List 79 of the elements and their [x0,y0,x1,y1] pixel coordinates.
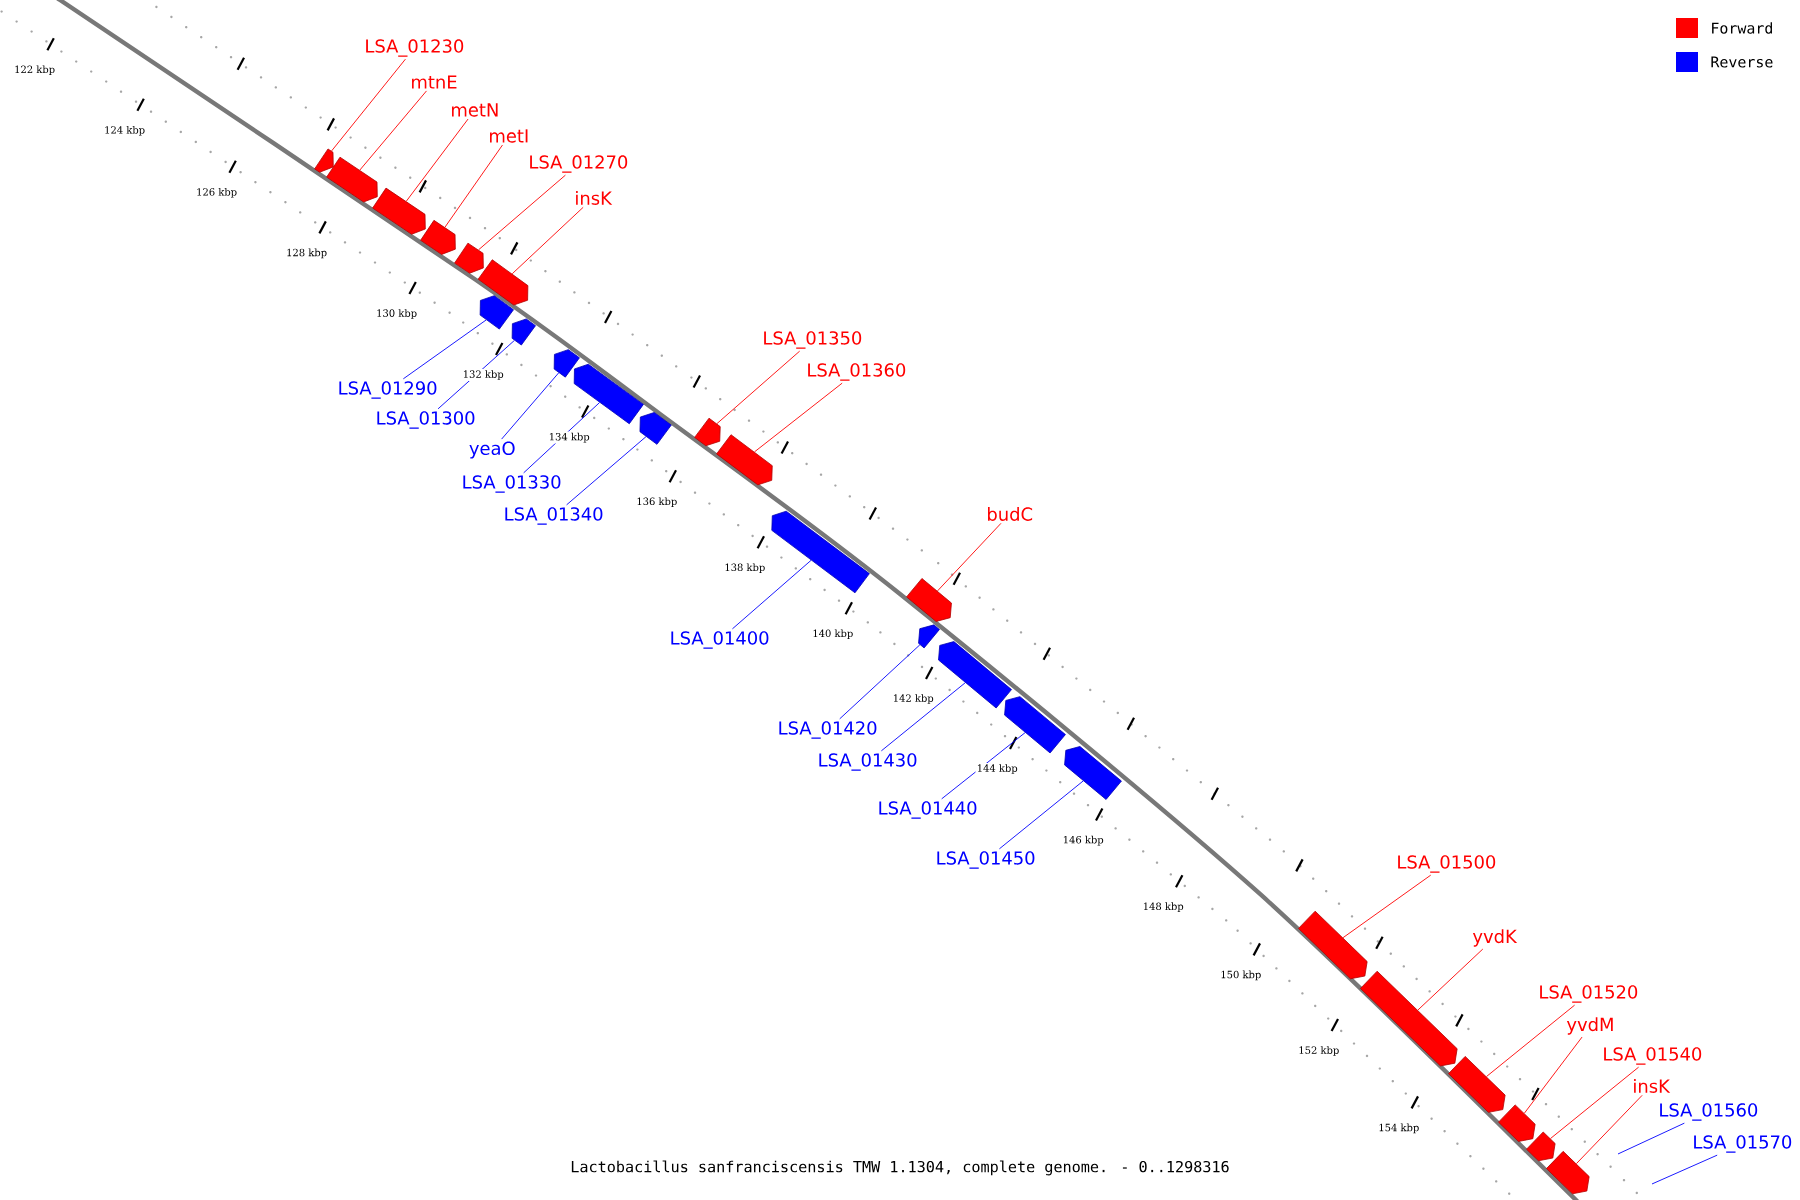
leader-line [1342,874,1432,939]
leader-line [941,732,1026,800]
leader-line [523,402,600,474]
gene-block [1298,910,1368,980]
leader-line [1523,1036,1583,1114]
gene-label: yvdK [1472,929,1518,947]
gene-label: mtnE [412,75,457,89]
gene-label: yvdM [1566,1017,1613,1035]
leader-line [405,118,469,202]
gene-block [716,434,773,486]
gene-block [573,363,644,425]
gene-label: metN [452,103,498,117]
gene-label: LSA_01360 [808,363,906,381]
leader-line [478,174,566,251]
gene-label: insK [1634,1079,1671,1093]
gene-block [420,219,456,255]
gene-label: LSA_01290 [339,381,437,399]
gene-label: LSA_01430 [819,753,917,771]
gene-label: LSA_01570 [1694,1135,1792,1153]
gene-label: LSA_01340 [505,507,603,525]
leader-line [716,350,801,425]
gene-label: LSA_01520 [1540,985,1638,1003]
leader-line [937,522,1002,592]
leader-line [998,780,1084,850]
gene-label: LSA_01420 [779,721,877,739]
leader-line [444,144,503,228]
leader-line [1617,1122,1685,1155]
leader-line [1550,1066,1640,1139]
gene-block [372,187,426,235]
gene-label: LSA_01500 [1398,855,1496,873]
gene-label: LSA_01450 [937,851,1035,869]
gene-label: LSA_01400 [671,631,769,649]
gene-label: LSA_01560 [1660,1103,1758,1121]
leader-line [1575,1094,1643,1165]
gene-block [454,242,484,274]
gene-block [1064,746,1122,800]
gene-block [918,624,940,649]
gene-block [1498,1104,1536,1142]
gene-block [906,578,952,622]
leader-line [839,644,921,720]
leader-line [1417,948,1484,1011]
gene-block [326,156,378,203]
gene-label: LSA_01330 [463,475,561,493]
gene-block [479,295,514,330]
gene-label: insK [576,191,613,205]
gene-block [511,318,536,346]
leader-line [359,90,427,171]
gene-block [639,412,672,445]
gene-label: yeaO [469,441,515,459]
gene-block [1004,696,1066,754]
gene-block [1526,1131,1556,1162]
gene-block [1448,1056,1506,1113]
leader-line [566,436,647,506]
gene-label: LSA_01300 [377,411,475,429]
gene-block [1546,1150,1590,1195]
leader-line [1486,1004,1576,1077]
gene-block [1360,970,1458,1067]
leader-line [331,58,406,152]
gene-label: LSA_01270 [530,155,628,173]
gene-label: LSA_01440 [879,801,977,819]
gene-block [938,641,1012,709]
gene-block [553,349,580,378]
gene-block [694,417,721,447]
gene-label: LSA_01350 [764,331,862,349]
leader-line [501,372,560,440]
gene-label: budC [988,507,1033,521]
gene-label: LSA_01230 [366,39,464,57]
leader-line [437,340,515,410]
leader-line [402,319,487,380]
leader-line [880,682,966,752]
gene-block [771,510,870,594]
gene-label: LSA_01540 [1604,1047,1702,1065]
leader-line [754,382,843,453]
leader-line [1651,1154,1718,1185]
gene-block [477,259,529,306]
leader-line [731,559,812,630]
leader-line [511,206,584,275]
gene-block [314,148,334,173]
gene-label: metI [490,129,528,143]
